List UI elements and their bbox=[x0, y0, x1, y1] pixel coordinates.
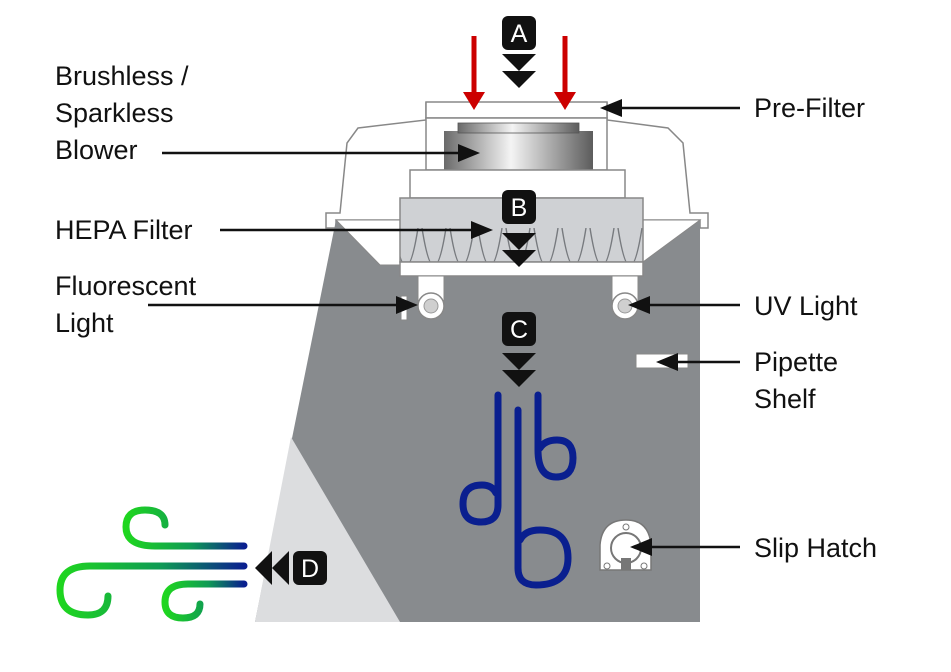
uv-light-core bbox=[617, 298, 633, 314]
intake-arrows bbox=[463, 36, 576, 110]
svg-text:C: C bbox=[510, 316, 528, 344]
label-pipette-shelf: Pipette Shelf bbox=[754, 347, 839, 414]
cabinet-body bbox=[255, 220, 700, 622]
badge-c: C bbox=[502, 312, 536, 346]
leader-lines bbox=[148, 99, 740, 556]
badge-a: A bbox=[502, 16, 536, 50]
exhaust-wind-icon bbox=[56, 506, 248, 622]
airflow-swirl-icon bbox=[459, 391, 577, 589]
chevrons-d-icon bbox=[255, 551, 289, 585]
fluorescent-light-core bbox=[423, 298, 439, 314]
badge-b: B bbox=[502, 190, 536, 224]
label-blower: Brushless / Sparkless Blower bbox=[55, 61, 189, 165]
label-fluorescent-light: Fluorescent Light bbox=[55, 271, 197, 338]
chevrons-b-icon bbox=[502, 233, 536, 267]
svg-text:D: D bbox=[301, 555, 319, 583]
label-slip-hatch: Slip Hatch bbox=[754, 533, 878, 563]
badge-d: D bbox=[293, 551, 327, 585]
cabinet-sash bbox=[255, 437, 400, 622]
label-uv-light: UV Light bbox=[754, 291, 858, 321]
label-hepa-filter: HEPA Filter bbox=[55, 215, 193, 245]
svg-text:B: B bbox=[511, 194, 528, 222]
svg-text:A: A bbox=[511, 20, 528, 48]
label-pre-filter: Pre-Filter bbox=[754, 93, 866, 123]
chevrons-a-icon bbox=[502, 54, 536, 88]
chevrons-c-icon bbox=[502, 353, 536, 387]
blower-cap bbox=[457, 122, 580, 134]
pre-filter bbox=[425, 101, 608, 119]
